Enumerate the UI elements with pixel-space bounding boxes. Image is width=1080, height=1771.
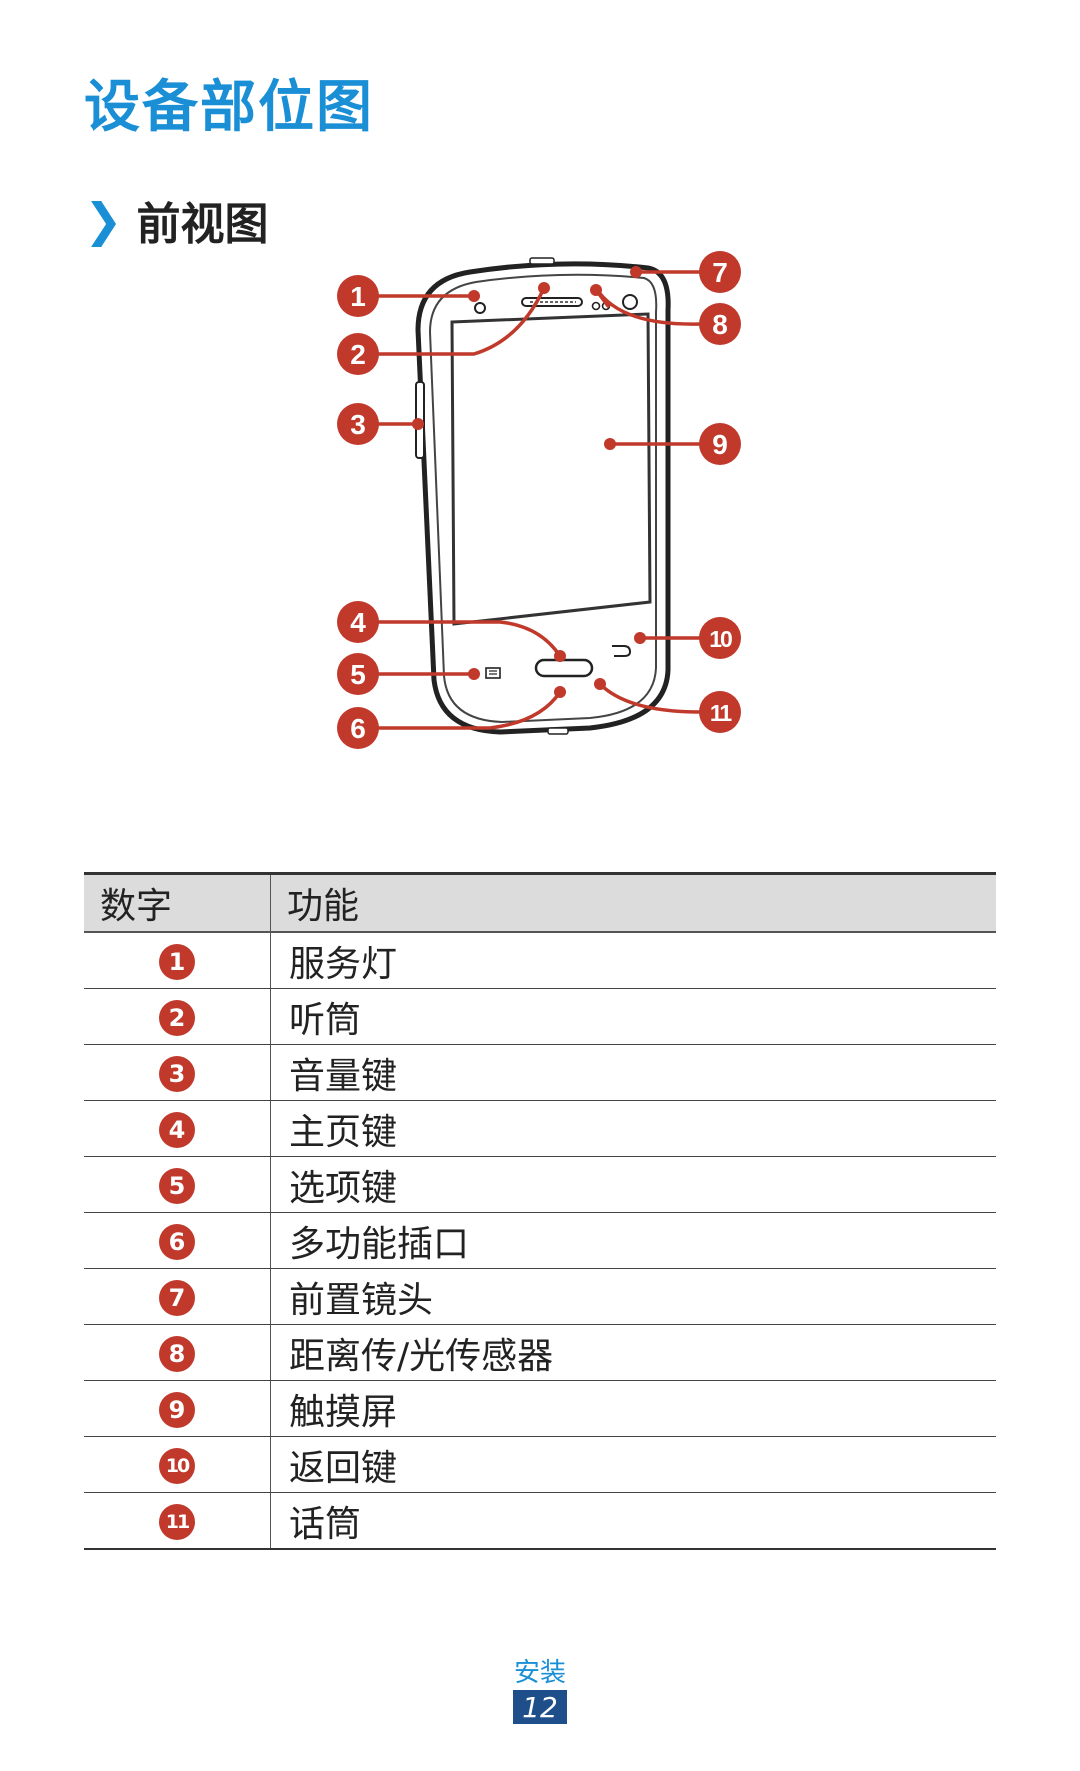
callout-8: 8: [699, 303, 741, 345]
bottom-port: [547, 727, 569, 735]
row-function-cell: 音量键: [270, 1044, 996, 1101]
table-row: 9 触摸屏: [84, 1380, 996, 1437]
row-number-cell: 7: [84, 1268, 271, 1325]
phone-inner-rim: [428, 273, 658, 724]
number-badge: 2: [159, 1000, 195, 1036]
row-function-cell: 主页键: [270, 1100, 996, 1157]
svg-text:8: 8: [712, 309, 728, 340]
row-function-cell: 距离传/光传感器: [270, 1324, 996, 1381]
table-row: 10 返回键: [84, 1436, 996, 1493]
row-function-cell: 多功能插口: [270, 1212, 996, 1269]
number-badge: 8: [159, 1336, 195, 1372]
menu-key-icon: [485, 667, 501, 679]
table-row: 1 服务灯: [84, 932, 996, 989]
back-key-icon: [612, 645, 632, 657]
callout-7: 7: [699, 251, 741, 293]
sensor-icon: [591, 301, 601, 311]
table-row: 6 多功能插口: [84, 1212, 996, 1269]
top-port: [529, 257, 555, 265]
callout-9: 9: [699, 423, 741, 465]
row-function-cell: 返回键: [270, 1436, 996, 1493]
number-badge: 9: [159, 1392, 195, 1428]
svg-text:11: 11: [710, 700, 733, 726]
number-badge: 6: [159, 1224, 195, 1260]
callout-10: 10: [699, 617, 741, 659]
section-heading: ❯ 前视图: [84, 188, 269, 252]
row-number-cell: 10: [84, 1436, 271, 1493]
row-number-cell: 9: [84, 1380, 271, 1437]
row-number-cell: 5: [84, 1156, 271, 1213]
table-row: 8 距离传/光传感器: [84, 1324, 996, 1381]
svg-text:7: 7: [712, 257, 728, 288]
footer-section: 安装: [513, 1658, 566, 1688]
row-function-cell: 选项键: [270, 1156, 996, 1213]
row-number-cell: 6: [84, 1212, 271, 1269]
number-badge: 3: [159, 1056, 195, 1092]
row-number-cell: 3: [84, 1044, 271, 1101]
front-camera-icon: [622, 294, 638, 310]
table-row: 11 话筒: [84, 1492, 996, 1550]
row-number-cell: 4: [84, 1100, 271, 1157]
svg-text:5: 5: [350, 659, 366, 690]
svg-text:10: 10: [709, 626, 732, 652]
row-number-cell: 11: [84, 1492, 271, 1550]
table-row: 7 前置镜头: [84, 1268, 996, 1325]
table-row: 3 音量键: [84, 1044, 996, 1101]
number-badge: 7: [159, 1280, 195, 1316]
page-title: 设备部位图: [84, 75, 374, 140]
row-number-cell: 1: [84, 932, 271, 989]
row-number-cell: 2: [84, 988, 271, 1045]
table-row: 2 听筒: [84, 988, 996, 1045]
row-function-cell: 服务灯: [270, 932, 996, 989]
chevron-right-icon: ❯: [84, 193, 123, 247]
callout-1: 1: [337, 275, 379, 317]
svg-text:2: 2: [350, 339, 366, 370]
callout-4: 4: [337, 601, 379, 643]
phone-screen: [450, 312, 652, 626]
page-number: 12: [513, 1690, 567, 1724]
row-function-cell: 触摸屏: [270, 1380, 996, 1437]
svg-text:4: 4: [350, 607, 366, 638]
row-function-cell: 话筒: [270, 1492, 996, 1550]
table-row: 5 选项键: [84, 1156, 996, 1213]
number-badge: 1: [159, 944, 195, 980]
parts-table: 数字 功能 1 服务灯 2 听筒 3 音量键 4 主页键 5 选项键 6 多功能插口 7 前置镜头 8 距离传…: [84, 872, 996, 1550]
section-title: 前视图: [136, 199, 269, 250]
column-header-number: 数字: [84, 872, 271, 933]
callout-2: 2: [337, 333, 379, 375]
row-function-cell: 前置镜头: [270, 1268, 996, 1325]
svg-text:3: 3: [350, 409, 366, 440]
row-function-cell: 听筒: [270, 988, 996, 1045]
table-row: 4 主页键: [84, 1100, 996, 1157]
callout-3: 3: [337, 403, 379, 445]
phone-front-diagram: 1 2 3 4 5 6 7 8 9 10 11: [337, 251, 741, 749]
number-badge: 5: [159, 1168, 195, 1204]
column-header-function: 功能: [270, 872, 996, 933]
row-number-cell: 8: [84, 1324, 271, 1381]
led-icon: [474, 302, 486, 314]
number-badge: 11: [159, 1504, 195, 1540]
callout-6: 6: [337, 707, 379, 749]
callout-5: 5: [337, 653, 379, 695]
table-header-row: 数字 功能: [84, 872, 996, 933]
callout-11: 11: [699, 691, 741, 733]
svg-text:6: 6: [350, 713, 366, 744]
svg-text:9: 9: [712, 429, 728, 460]
number-badge: 10: [159, 1448, 195, 1484]
home-key: [534, 658, 594, 678]
number-badge: 4: [159, 1112, 195, 1148]
svg-text:1: 1: [350, 281, 366, 312]
